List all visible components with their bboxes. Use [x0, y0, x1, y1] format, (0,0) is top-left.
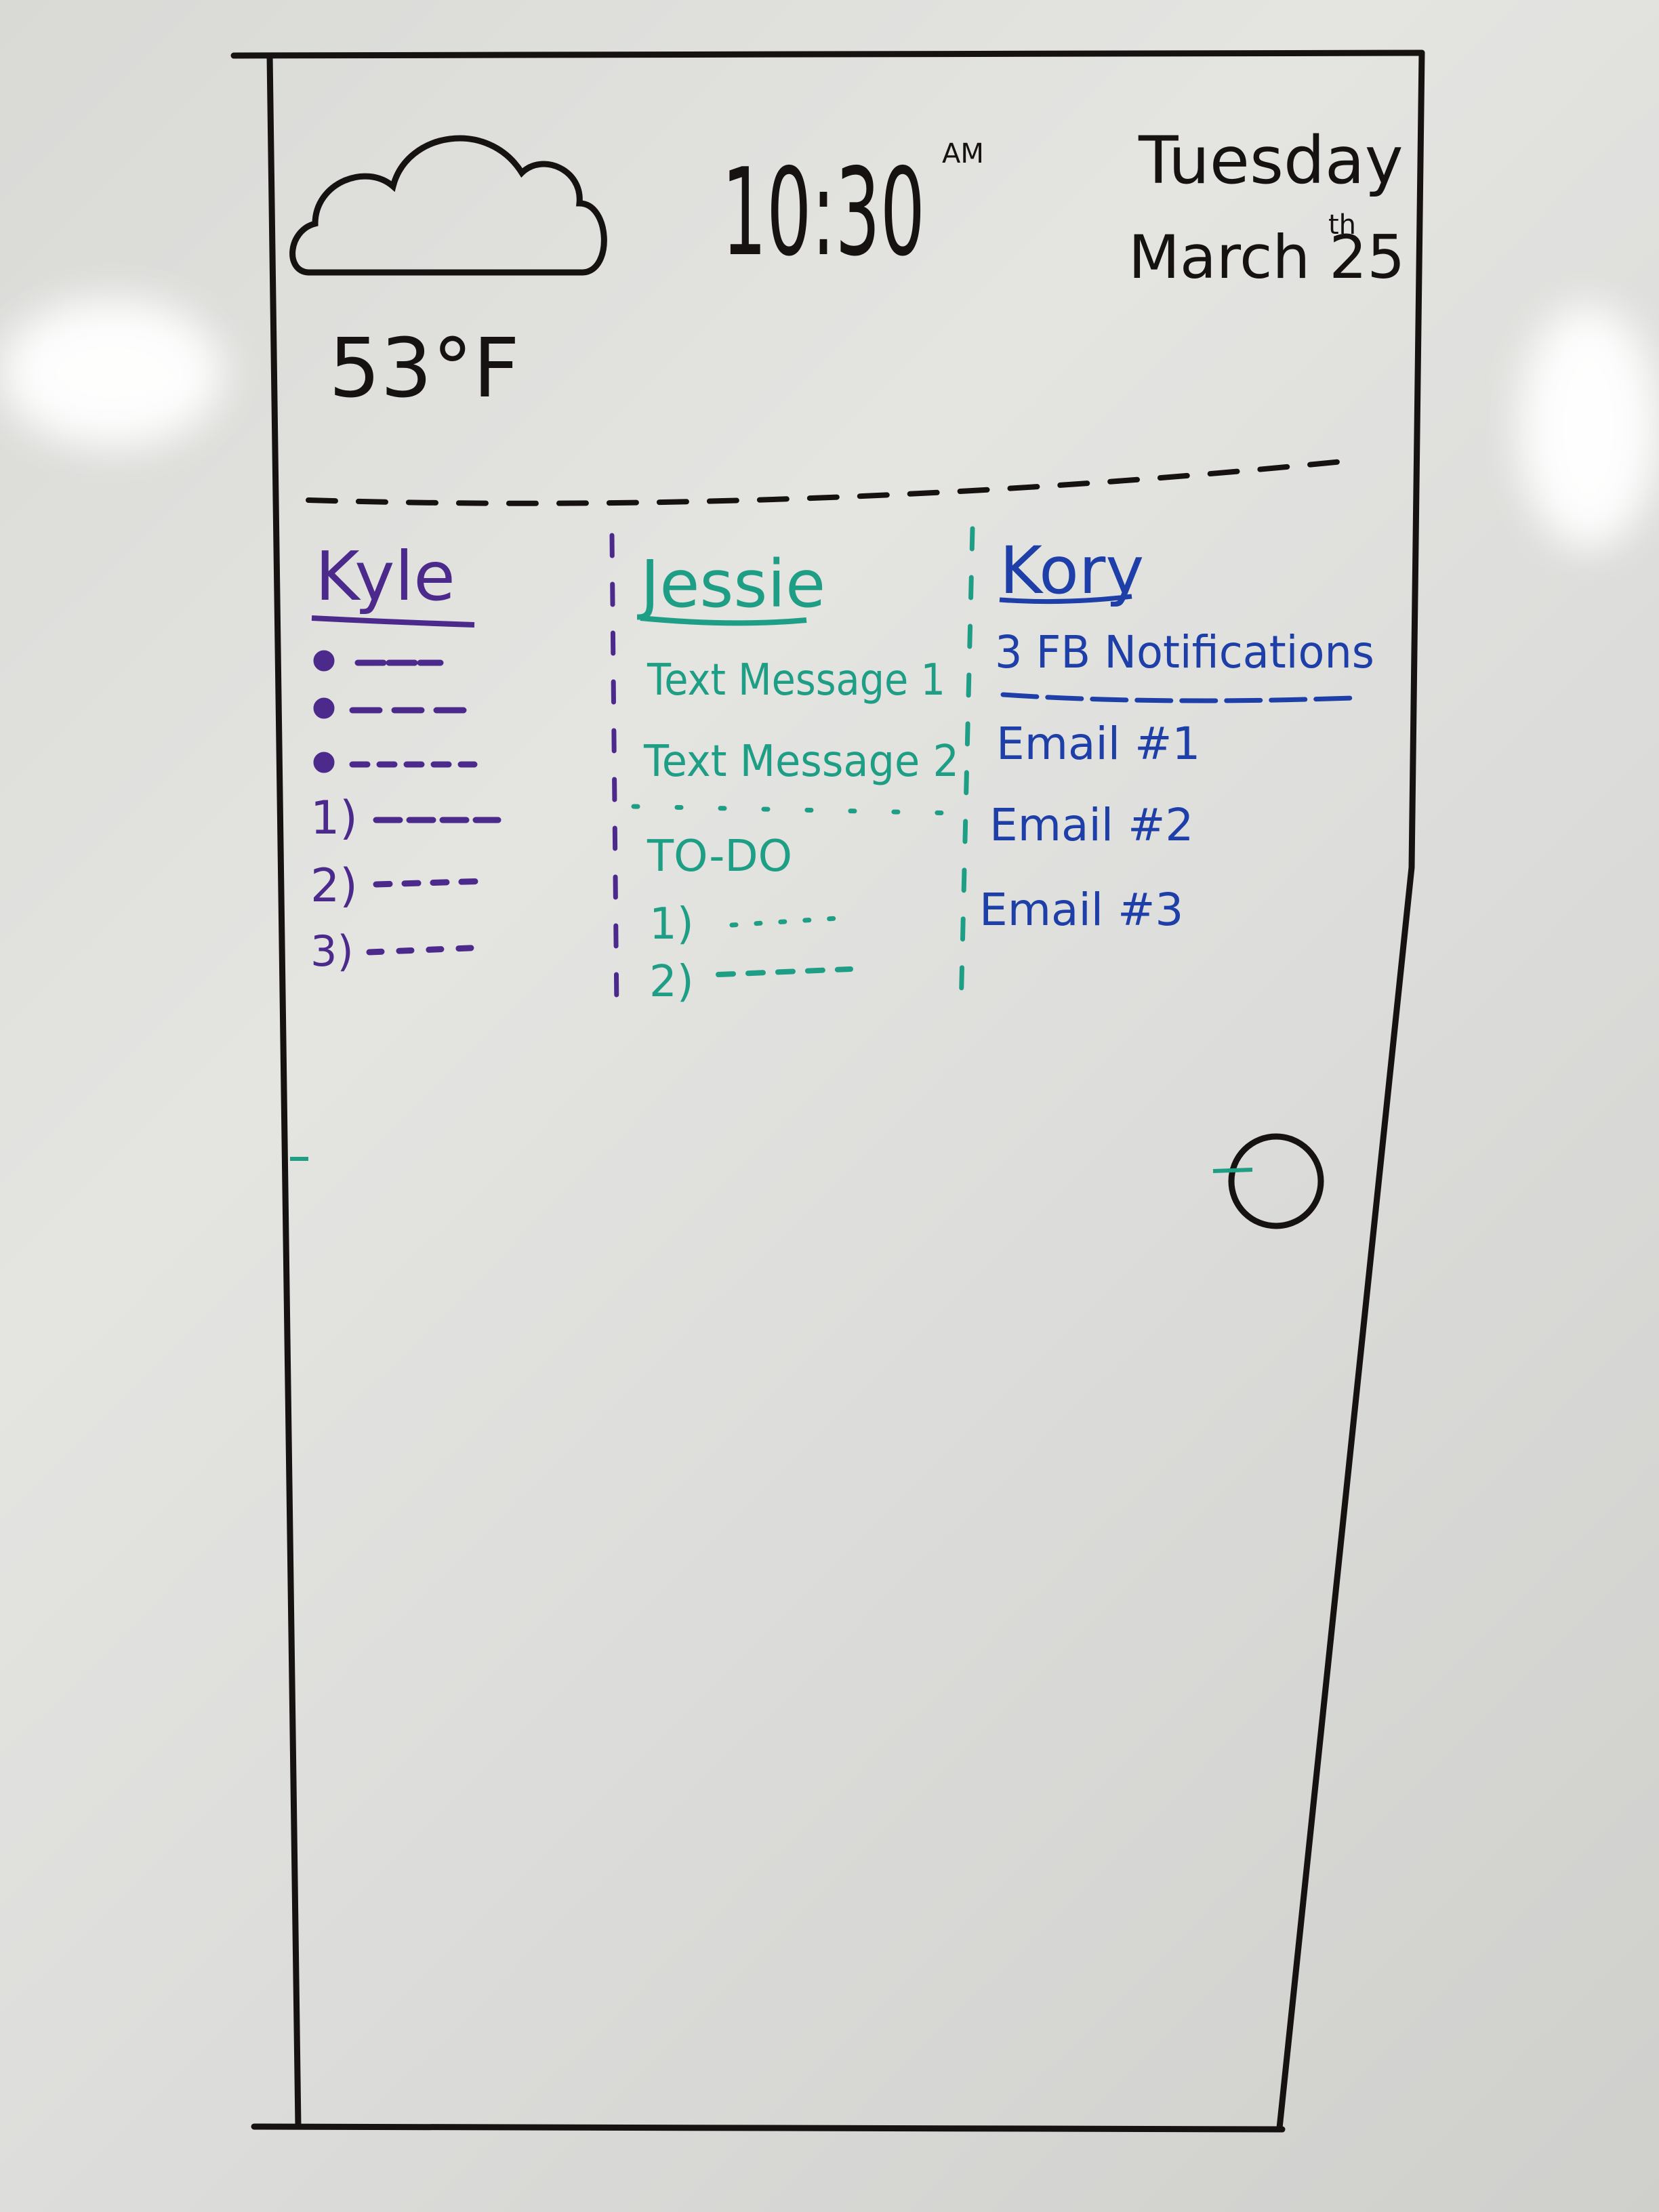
circle-button[interactable] [1228, 1133, 1324, 1229]
kory-email-3: Email #3 [979, 884, 1183, 936]
column-header-jessie: Jessie [637, 546, 825, 622]
date-weekday: Tuesday [1138, 123, 1404, 199]
list-line [729, 916, 840, 928]
jessie-todo-2: 2) [649, 957, 694, 1007]
column-jessie: Jessie Text Message 1 Text Message 2 TO-… [631, 546, 962, 1007]
list-bullet [313, 697, 335, 719]
list-number-1: 1) [310, 792, 358, 845]
jessie-todo-title: TO-DO [647, 832, 792, 882]
list-line [373, 878, 491, 888]
kory-notifications: 3 FB Notifications [995, 626, 1374, 678]
list-bullet [313, 650, 335, 672]
list-number-2: 2) [310, 859, 358, 913]
clock-time: 10:30 [722, 142, 925, 283]
column-divider-2 [958, 526, 975, 1012]
jessie-todo-1: 1) [649, 899, 694, 949]
jessie-section-divider [631, 804, 962, 816]
column-kory: Kory 3 FB Notifications Email #1 Email #… [979, 533, 1374, 936]
list-line [366, 944, 488, 956]
list-bullet [313, 752, 335, 773]
kyle-numbered-list: 1) 2) 3) [310, 792, 358, 976]
temperature: 53°F [329, 322, 520, 416]
kory-email-1: Email #1 [996, 718, 1200, 770]
column-header-kyle: Kyle [315, 537, 455, 616]
list-line [716, 966, 853, 977]
kory-email-2: Email #2 [989, 799, 1193, 851]
kyle-bullet-list [313, 650, 478, 773]
kory-notifications-underline [1000, 692, 1355, 703]
header-divider [306, 458, 1351, 506]
jessie-underline [640, 615, 807, 626]
header: 53°F 10:30 AM Tuesday March 25 th [289, 123, 1405, 416]
column-divider-1 [609, 533, 619, 1012]
stray-mark [1212, 1168, 1253, 1173]
kory-underline [999, 594, 1132, 605]
list-number-3: 3) [310, 926, 354, 976]
glare-left [0, 298, 224, 447]
cloud-icon [289, 135, 607, 276]
kyle-underline [311, 615, 475, 628]
glare-right [1518, 305, 1659, 549]
jessie-item-1: Text Message 1 [647, 655, 945, 705]
device-frame [230, 49, 1425, 2133]
date-month-day: March 25 [1128, 222, 1405, 292]
column-kyle: Kyle 1) 2) 3) [310, 537, 501, 976]
clock-ampm: AM [942, 138, 984, 169]
kyle-numbered-lines [366, 817, 501, 956]
date-suffix: th [1328, 209, 1356, 241]
jessie-item-2: Text Message 2 [643, 737, 959, 787]
